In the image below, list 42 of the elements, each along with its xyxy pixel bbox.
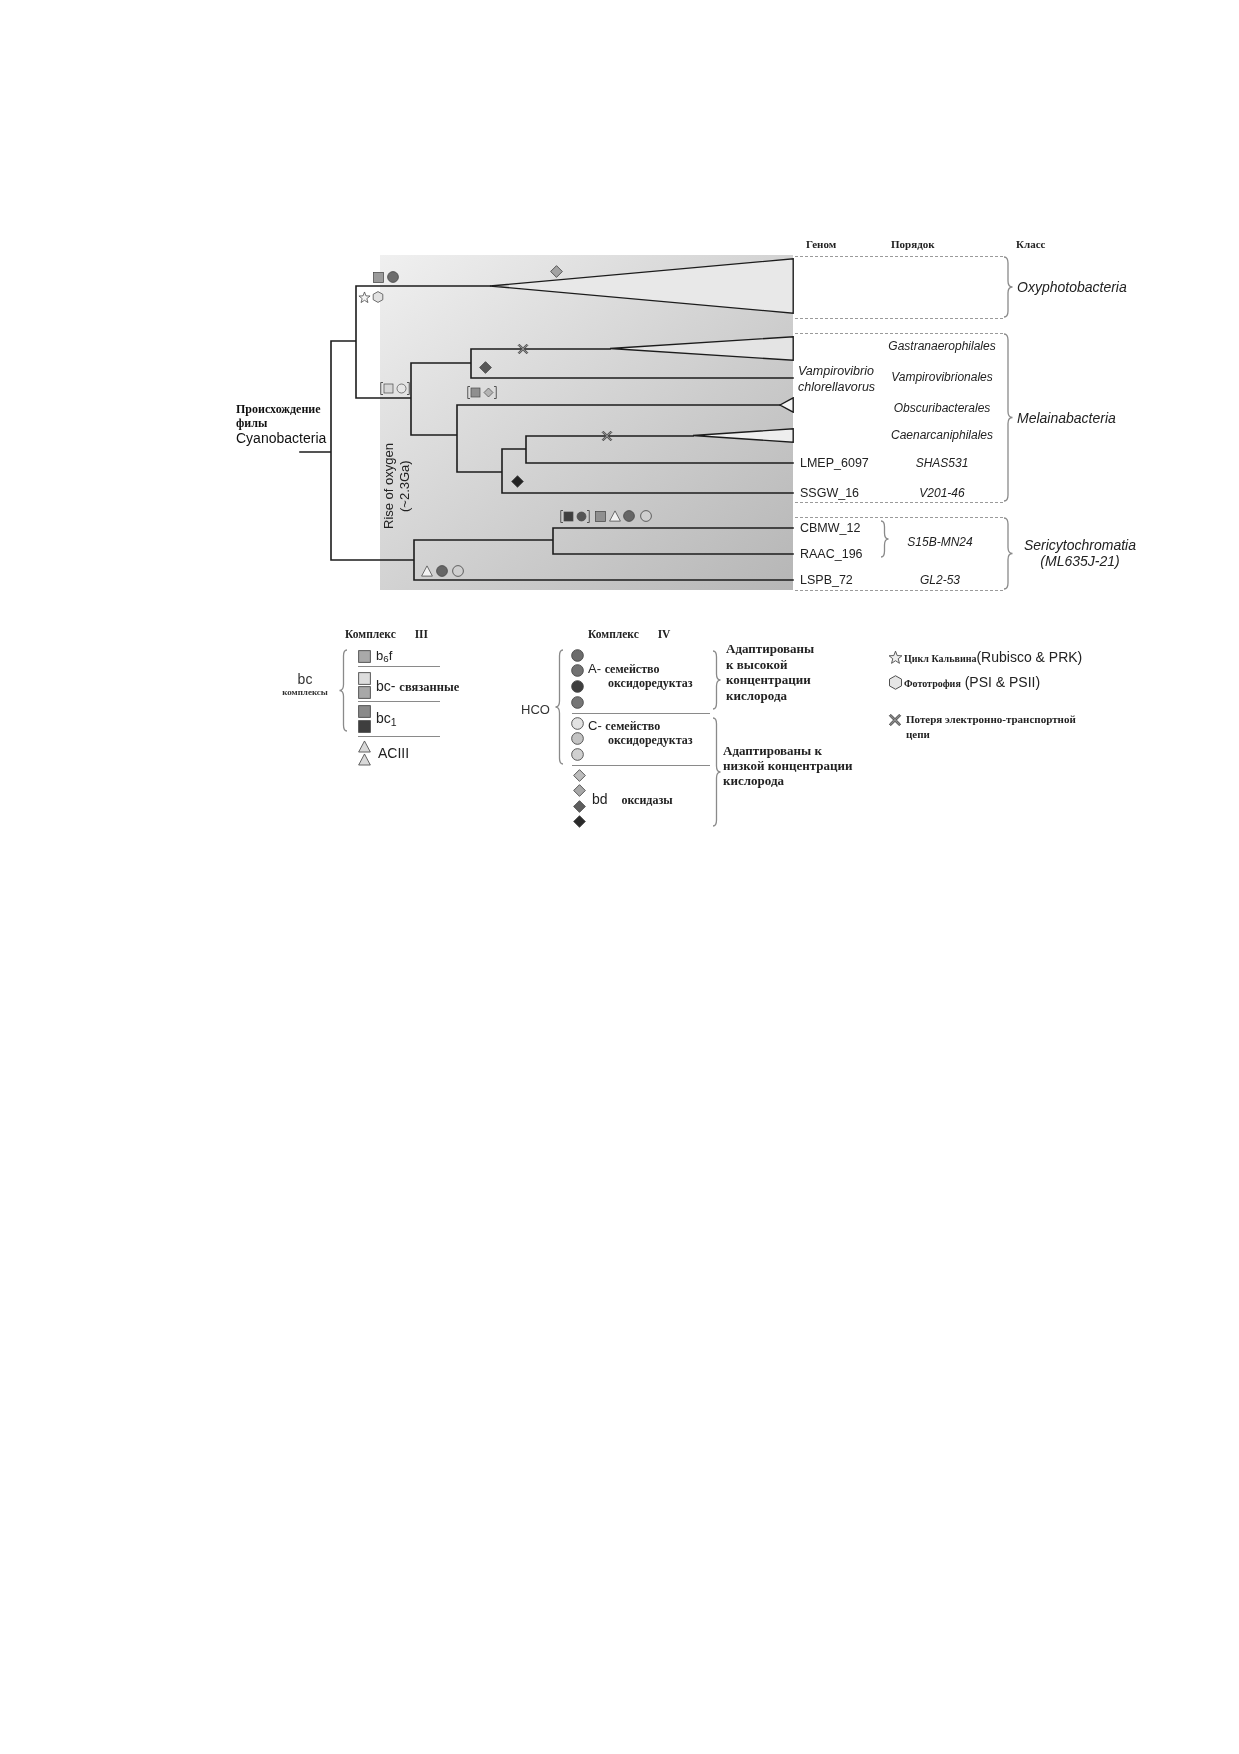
column-header: Порядок bbox=[891, 238, 935, 251]
genome-label: RAAC_196 bbox=[800, 546, 863, 562]
legend-label: bc$_{1}$ bbox=[376, 710, 397, 726]
collapsed-clade-triangle bbox=[609, 336, 794, 361]
legend-label: Потеря электронно-транспортной цепи bbox=[906, 712, 1077, 742]
genome-label: LSPB_72 bbox=[800, 572, 853, 588]
legend-label: bd оксидазы bbox=[592, 791, 673, 808]
legend-label: bc- связанные bbox=[376, 678, 460, 695]
column-header: Класс bbox=[1016, 238, 1046, 251]
legend-label: A- семейство оксидоредуктаз bbox=[588, 662, 694, 690]
order-label: Vampirovibrionales bbox=[891, 370, 993, 384]
class-label: Melainabacteria bbox=[1017, 410, 1116, 426]
root-label: Происхождение филы Cyanobacteria bbox=[236, 402, 328, 446]
order-label: S15B-MN24 bbox=[907, 535, 973, 549]
order-label: V201-46 bbox=[919, 486, 965, 500]
note-text: Адаптированы к высокой концентрации кислорода bbox=[726, 641, 816, 703]
legend-label: Фототрофия (PSI & PSII) bbox=[904, 674, 1041, 692]
class-label: Oxyphotobacteria bbox=[1017, 279, 1127, 295]
group-label: bc комплексы bbox=[281, 672, 329, 698]
order-label: GL2-53 bbox=[920, 573, 960, 587]
collapsed-clade-triangle bbox=[692, 428, 794, 443]
legend-heading: Комплекс III bbox=[345, 627, 429, 641]
genome-label: CBMW_12 bbox=[800, 520, 861, 536]
collapsed-clade-triangle bbox=[489, 258, 794, 314]
note-text: Адаптированы к низкой концентрации кислорода bbox=[723, 743, 854, 788]
order-label: Caenarcaniphilales bbox=[890, 428, 994, 442]
order-label: Gastranaerophilales bbox=[888, 339, 996, 353]
class-label: Sericytochromatia (ML635J-21) bbox=[1022, 537, 1137, 569]
order-label: Obscuribacterales bbox=[893, 401, 991, 415]
legend-label: ACIII bbox=[378, 745, 410, 761]
legend-label: b$_{6}$f bbox=[376, 648, 393, 664]
genome-label: SSGW_16 bbox=[800, 485, 860, 501]
group-label: HCO bbox=[521, 702, 550, 717]
genome-label: Vampirovibrio chlorellavorus bbox=[798, 363, 877, 395]
legend-label: C- семейство оксидоредуктаз bbox=[588, 719, 694, 747]
legend-label: Цикл Кальвина(Rubisco & PRK) bbox=[904, 649, 1083, 667]
order-label: SHAS531 bbox=[915, 456, 969, 470]
collapsed-clade-triangle bbox=[779, 397, 794, 413]
column-header: Геном bbox=[806, 238, 837, 251]
event-label: Rise of oxygen (~2.3Ga) bbox=[381, 442, 413, 531]
legend-heading: Комплекс IV bbox=[588, 627, 671, 641]
genome-label: LMEP_6097 bbox=[800, 455, 869, 471]
